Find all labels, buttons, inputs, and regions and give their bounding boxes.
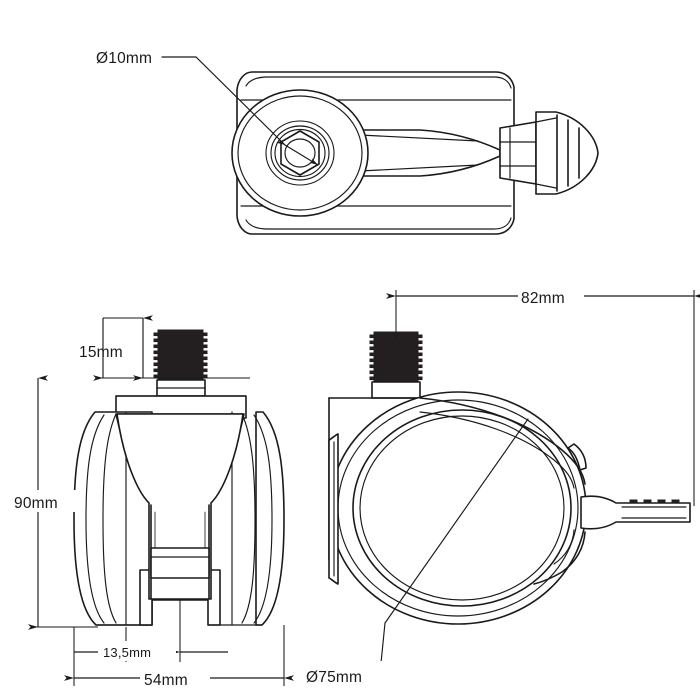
stem-length-dimension-label: 15mm: [79, 344, 123, 361]
bore-dimension-arrow: [276, 138, 319, 166]
top-brake-nose: [535, 111, 599, 195]
tread-width-dimension-label: 13,5mm: [103, 645, 151, 660]
overall-width-dimension-label: 54mm: [144, 672, 188, 689]
total-height-dimension-label: 90mm: [14, 495, 58, 512]
side-stem-collar: [371, 381, 421, 399]
side-threaded-stem: [373, 331, 419, 383]
front-fork-silhouette: [116, 413, 244, 600]
side-wheel-tread: [352, 409, 572, 607]
side-brake-lever: [580, 495, 691, 530]
bore-dimension-label: Ø10mm: [96, 50, 152, 67]
bore-leader-line: [161, 56, 286, 146]
side-view-group: Ø75mm 82mm: [304, 284, 700, 686]
overall-length-dimension-label: 82mm: [521, 290, 565, 307]
front-wheel-right: [255, 411, 285, 626]
front-view-group: 15mm 90mm 13,5mm 54mm: [14, 315, 294, 689]
side-brake-lever-grip: [629, 499, 680, 504]
side-stem-threads: [369, 334, 423, 381]
side-wheel-outer: [329, 391, 587, 625]
top-view-group: Ø10mm: [96, 50, 599, 235]
wheel-diameter-dimension-label: Ø75mm: [306, 669, 362, 686]
front-stem-threads: [153, 332, 208, 379]
front-threaded-stem: [157, 329, 204, 381]
top-brake-shaft: [499, 121, 537, 185]
wheel-diameter-leader: [384, 418, 529, 624]
front-axle-cap: [150, 547, 210, 579]
